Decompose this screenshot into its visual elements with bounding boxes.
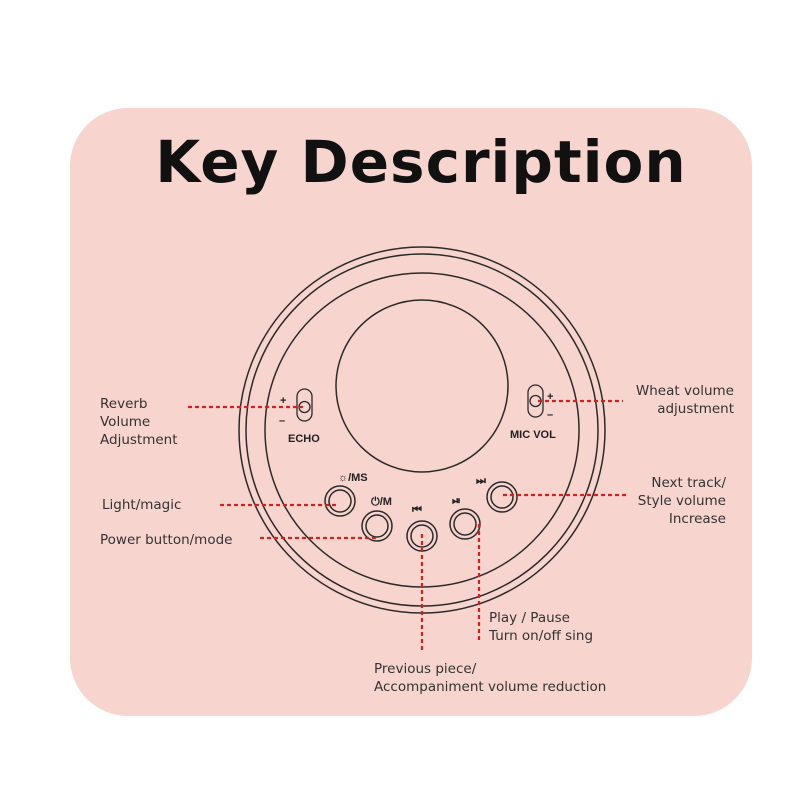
center-speaker (335, 299, 509, 473)
callout-wheat: Wheat volume adjustment (635, 383, 734, 417)
callout-light: Light/magic (102, 497, 182, 513)
callout-power: Power button/mode (100, 532, 233, 548)
echo-slider[interactable] (296, 388, 313, 422)
callout-reverb: Reverb Volume Adjustment (100, 396, 178, 448)
next-track-button-label: ⏭ (476, 475, 486, 487)
power-mode-button[interactable] (361, 510, 393, 542)
page-title: Key Description (155, 128, 687, 196)
background-panel (70, 108, 752, 716)
callout-lines (188, 399, 626, 652)
power-mode-button-label: ⏻/M (371, 495, 392, 508)
callout-prev: Previous piece/ Accompaniment volume red… (374, 661, 607, 695)
mic-vol-label: MIC VOL (510, 429, 556, 441)
mic-vol-slider[interactable] (527, 384, 544, 418)
echo-plus: + (280, 395, 286, 407)
light-magic-button-label: ☼/MS (338, 472, 368, 484)
callout-next: Next track/ Style volume Increase (637, 475, 726, 527)
callout-play: Play / Pause Turn on/off sing (489, 610, 594, 644)
echo-minus: – (279, 415, 285, 427)
play-pause-button-label: ⏯ (452, 495, 461, 507)
mic-vol-plus: + (547, 391, 553, 403)
mic-vol-minus: – (547, 409, 553, 421)
light-magic-button[interactable] (324, 485, 356, 517)
play-pause-button[interactable] (449, 508, 481, 540)
next-track-button[interactable] (486, 481, 518, 513)
echo-label: ECHO (288, 433, 320, 445)
previous-button-label: ⏮ (412, 504, 422, 516)
